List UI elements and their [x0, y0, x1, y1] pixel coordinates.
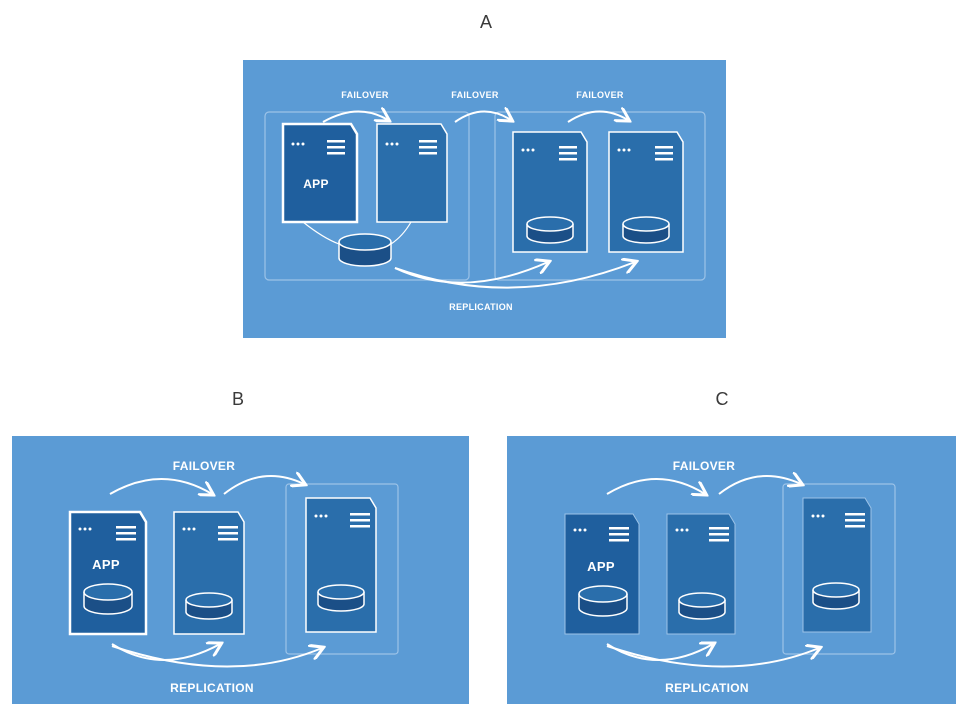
failover-arrow-2 — [718, 476, 801, 495]
replica-server — [305, 497, 377, 633]
app-label: APP — [92, 557, 120, 572]
standby-server — [376, 123, 448, 223]
failover-arrow-1 — [606, 478, 705, 494]
failover-arrow-1 — [322, 111, 388, 123]
failover-label: FAILOVER — [173, 459, 235, 473]
app-label: APP — [303, 177, 329, 191]
option-label-b: B — [231, 389, 244, 409]
secondary-zone-outline — [782, 483, 896, 655]
failover-label-2: FAILOVER — [451, 90, 499, 100]
shared-database-icon — [338, 233, 392, 267]
replica-server-1 — [512, 131, 588, 253]
replication-label: REPLICATION — [665, 681, 749, 695]
diagram-b[interactable]: FAILOVER APP REPLICA — [12, 436, 469, 704]
option-label-a: A — [479, 12, 492, 32]
app-server: APP — [281, 122, 359, 224]
standby-server — [666, 513, 736, 635]
failover-label: FAILOVER — [673, 459, 735, 473]
diagram-a[interactable]: FAILOVER FAILOVER FAILOVER APP — [243, 60, 726, 338]
failover-arrow-1 — [109, 478, 212, 494]
replication-arrow-2 — [394, 262, 635, 289]
app-server: APP — [564, 513, 640, 635]
replica-server-2 — [608, 131, 684, 253]
replication-arrow-2 — [111, 646, 322, 668]
failover-label-3: FAILOVER — [576, 90, 624, 100]
app-label: APP — [587, 559, 615, 574]
replication-arrow-1 — [394, 262, 548, 284]
secondary-zone-outline — [285, 483, 399, 655]
app-server: APP — [68, 510, 148, 636]
replication-label: REPLICATION — [170, 681, 254, 695]
failover-arrow-2 — [223, 476, 304, 495]
option-label-c: C — [715, 389, 729, 409]
replica-server — [802, 497, 872, 633]
diagram-c[interactable]: FAILOVER APP REPLICA — [507, 436, 956, 704]
db-link-1 — [302, 221, 340, 245]
standby-server — [173, 511, 245, 635]
replication-arrow-2 — [606, 646, 819, 668]
failover-arrow-3 — [567, 111, 628, 123]
replication-label: REPLICATION — [449, 302, 513, 312]
failover-label-1: FAILOVER — [341, 90, 389, 100]
db-link-2 — [390, 221, 412, 245]
failover-arrow-2 — [454, 111, 511, 123]
